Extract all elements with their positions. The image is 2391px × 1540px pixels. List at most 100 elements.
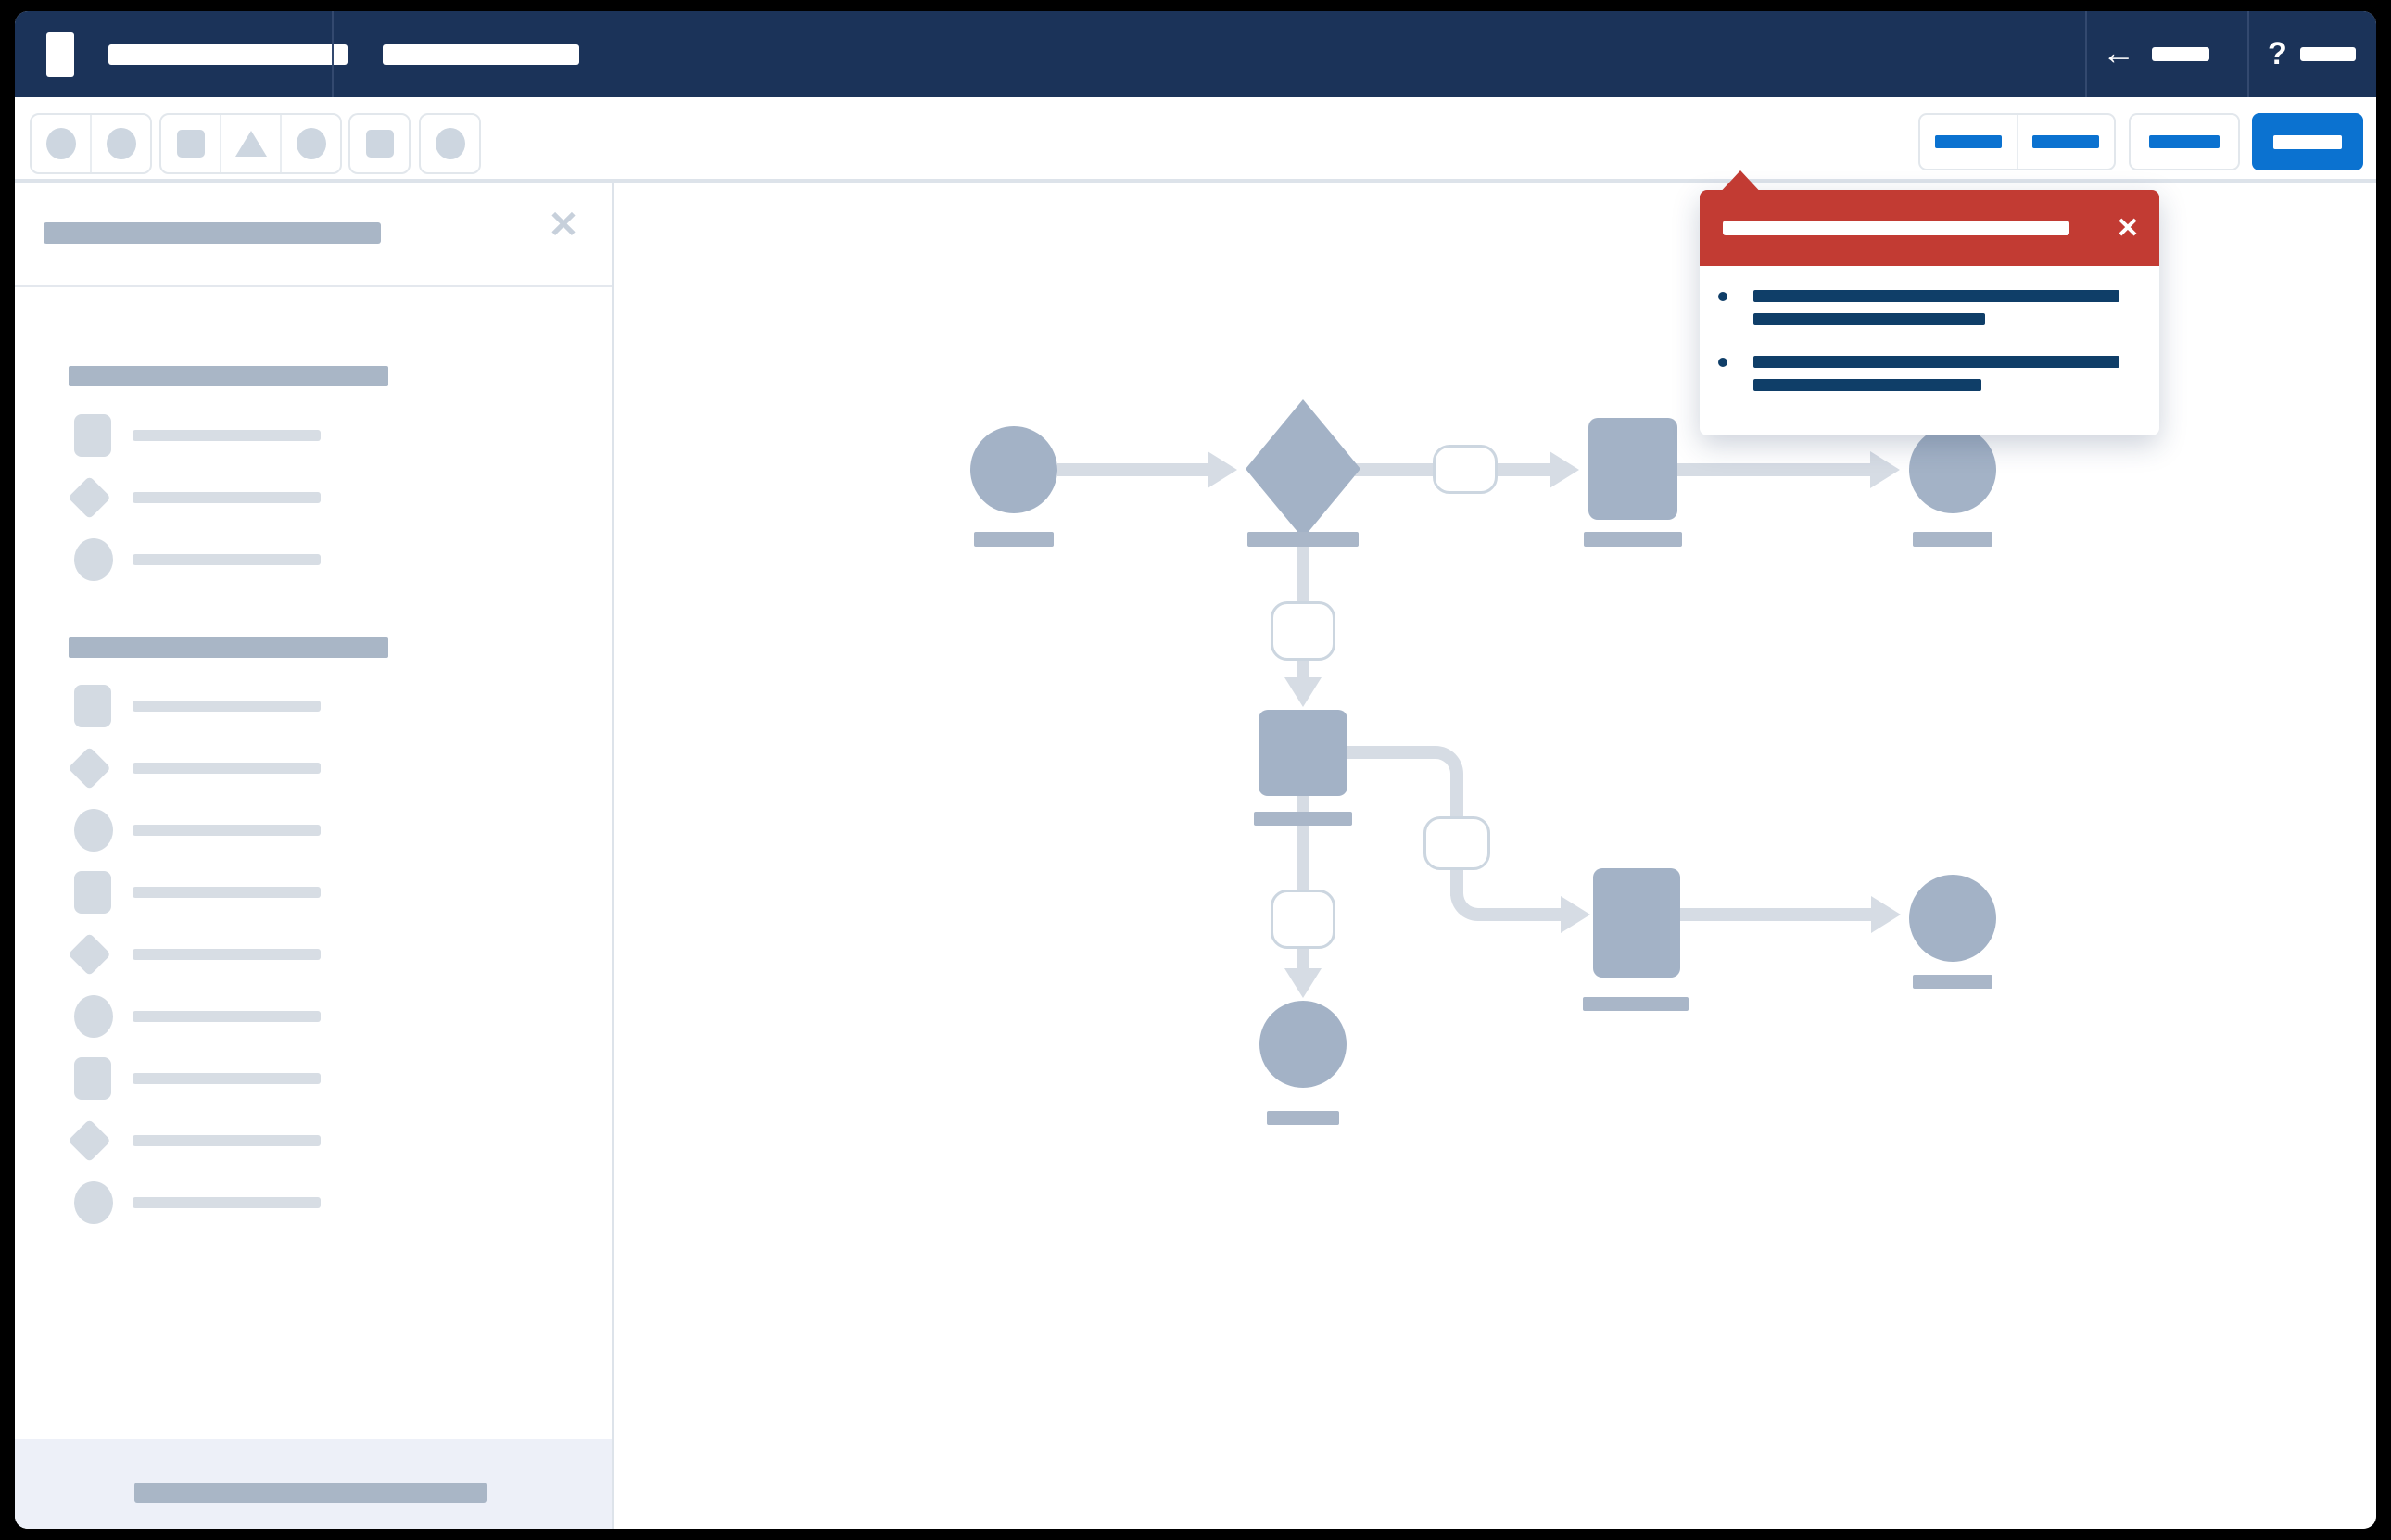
sidebar-item-square[interactable]: [69, 680, 458, 732]
edge-label-pill[interactable]: [1271, 890, 1335, 949]
button-label-placeholder: [2032, 135, 2100, 148]
back-icon[interactable]: ←: [2102, 33, 2135, 71]
sidebar-item-diamond[interactable]: [68, 1115, 458, 1167]
sidebar-item-square[interactable]: [69, 410, 458, 461]
toolbar-button-circle[interactable]: [92, 115, 150, 172]
triangle-icon: [234, 131, 267, 157]
popup-text-placeholder: [1753, 356, 2119, 368]
secondary-button[interactable]: [1920, 115, 2018, 169]
sidebar-item-square[interactable]: [69, 866, 458, 918]
sidebar-item-circle[interactable]: [69, 534, 458, 586]
item-label-placeholder: [133, 492, 321, 503]
circle-icon: [106, 128, 136, 159]
diagram-node-end-event-1[interactable]: [1909, 426, 1996, 513]
diagram-edge[interactable]: [1347, 746, 1433, 759]
app-logo[interactable]: [46, 32, 74, 77]
help-icon[interactable]: ?: [2268, 36, 2287, 71]
back-label-placeholder[interactable]: [2152, 47, 2209, 61]
diamond-icon: [68, 1118, 111, 1163]
diagram-node-task-2[interactable]: [1259, 710, 1347, 796]
sidebar-item-circle[interactable]: [69, 804, 458, 856]
diagram-node-task-3[interactable]: [1593, 868, 1680, 978]
secondary-button[interactable]: [2018, 115, 2115, 169]
circle-icon: [74, 538, 113, 581]
popup-text-placeholder: [1753, 379, 1981, 391]
diagram-edge[interactable]: [1498, 463, 1550, 476]
node-label-placeholder: [1913, 975, 1992, 989]
toolbar: [15, 97, 2376, 245]
secondary-button-group: [1918, 113, 2116, 170]
item-label-placeholder: [133, 887, 321, 898]
square-icon: [74, 871, 111, 914]
item-label-placeholder: [133, 763, 321, 774]
sidebar-item-square[interactable]: [69, 1053, 458, 1105]
toolbar-group-events: [30, 113, 152, 174]
circle-icon: [74, 1181, 113, 1224]
sidebar-item-diamond[interactable]: [68, 472, 458, 524]
sidebar-item-circle[interactable]: [69, 1177, 458, 1229]
item-label-placeholder: [133, 554, 321, 565]
diamond-icon: [68, 746, 111, 790]
edge-curve: [1426, 746, 1463, 783]
primary-button[interactable]: [2252, 113, 2363, 170]
node-label-placeholder: [1247, 532, 1359, 547]
breadcrumb-placeholder: [383, 44, 579, 65]
arrowhead-icon: [1561, 896, 1590, 933]
sidebar-item-diamond[interactable]: [68, 742, 458, 794]
item-label-placeholder: [133, 825, 321, 836]
button-label-placeholder: [2149, 135, 2220, 148]
panel-divider: [15, 285, 612, 287]
diamond-icon: [68, 475, 111, 520]
sidebar-item-circle[interactable]: [69, 991, 458, 1042]
app-window: ← ?: [15, 11, 2376, 1529]
diagram-edge[interactable]: [1680, 908, 1871, 921]
diagram-node-start-event[interactable]: [970, 426, 1057, 513]
edge-label-pill[interactable]: [1423, 816, 1490, 870]
sidebar-item-diamond[interactable]: [68, 928, 458, 980]
node-label-placeholder: [1254, 812, 1352, 826]
error-popup: ✕: [1700, 170, 2159, 435]
toolbar-button-square[interactable]: [161, 115, 221, 172]
diagram-edge[interactable]: [1355, 463, 1435, 476]
square-icon: [74, 414, 111, 457]
square-icon: [74, 1057, 111, 1100]
toolbar-button-circle[interactable]: [282, 115, 340, 172]
arrowhead-icon: [1870, 451, 1900, 488]
help-label-placeholder[interactable]: [2300, 47, 2356, 61]
item-label-placeholder: [133, 1073, 321, 1084]
section-heading-placeholder: [69, 637, 388, 658]
arrowhead-icon: [1208, 451, 1237, 488]
toolbar-button-triangle[interactable]: [221, 115, 282, 172]
edge-label-pill[interactable]: [1433, 445, 1498, 494]
arrowhead-icon: [1284, 968, 1322, 998]
close-icon[interactable]: ✕: [2116, 212, 2140, 244]
toolbar-button-circle[interactable]: [32, 115, 92, 172]
toolbar-button-square[interactable]: [350, 115, 409, 172]
secondary-button[interactable]: [2129, 113, 2240, 170]
footer-label-placeholder[interactable]: [134, 1483, 487, 1503]
diagram-node-gateway[interactable]: [1246, 399, 1360, 538]
edge-label-pill[interactable]: [1271, 601, 1335, 661]
arrowhead-icon: [1550, 451, 1579, 488]
diagram-node-end-event-2[interactable]: [1259, 1001, 1347, 1088]
diagram-edge[interactable]: [1057, 463, 1208, 476]
bullet-dot: [1718, 358, 1727, 367]
toolbar-button-circle[interactable]: [421, 115, 479, 172]
section-heading-placeholder: [69, 366, 388, 386]
node-label-placeholder: [1584, 532, 1682, 547]
toolbar-group-event: [419, 113, 481, 174]
diagram-edge[interactable]: [1485, 908, 1561, 921]
close-icon[interactable]: ✕: [548, 205, 579, 246]
diagram-canvas[interactable]: ✕: [614, 170, 2376, 1529]
diagram-node-end-event-3[interactable]: [1909, 875, 1996, 962]
diagram-node-task-1[interactable]: [1588, 418, 1677, 520]
popup-text-placeholder: [1753, 313, 1985, 325]
button-label-placeholder: [1934, 135, 2002, 148]
panel-footer: [15, 1439, 612, 1529]
item-label-placeholder: [133, 1135, 321, 1146]
diagram-edge[interactable]: [1677, 463, 1870, 476]
diamond-icon: [68, 932, 111, 977]
edge-curve: [1450, 884, 1487, 921]
circle-icon: [74, 809, 113, 852]
square-icon: [74, 685, 111, 727]
